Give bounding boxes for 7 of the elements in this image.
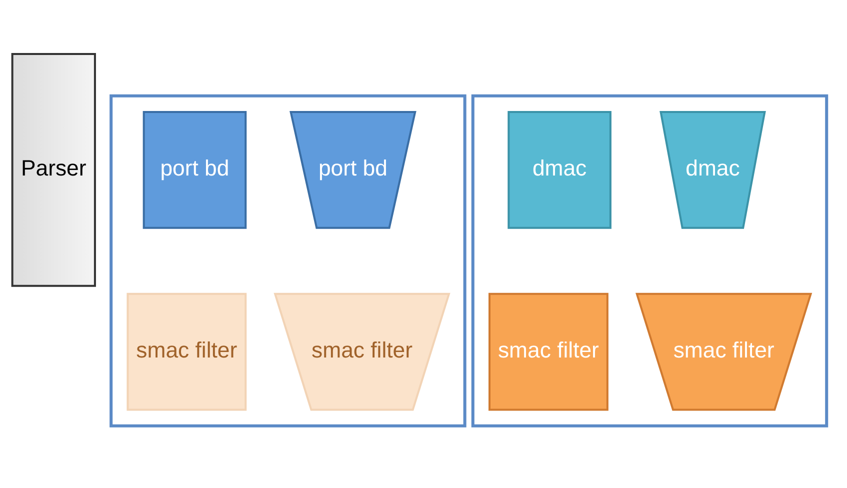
node-box: smac filter — [488, 292, 608, 411]
cluster — [110, 94, 466, 428]
node-box: dmac — [508, 110, 612, 229]
cluster — [471, 94, 828, 428]
node-box: Parser — [11, 53, 96, 287]
node-box: port bd — [142, 110, 247, 229]
node-box: smac filter — [126, 292, 247, 411]
